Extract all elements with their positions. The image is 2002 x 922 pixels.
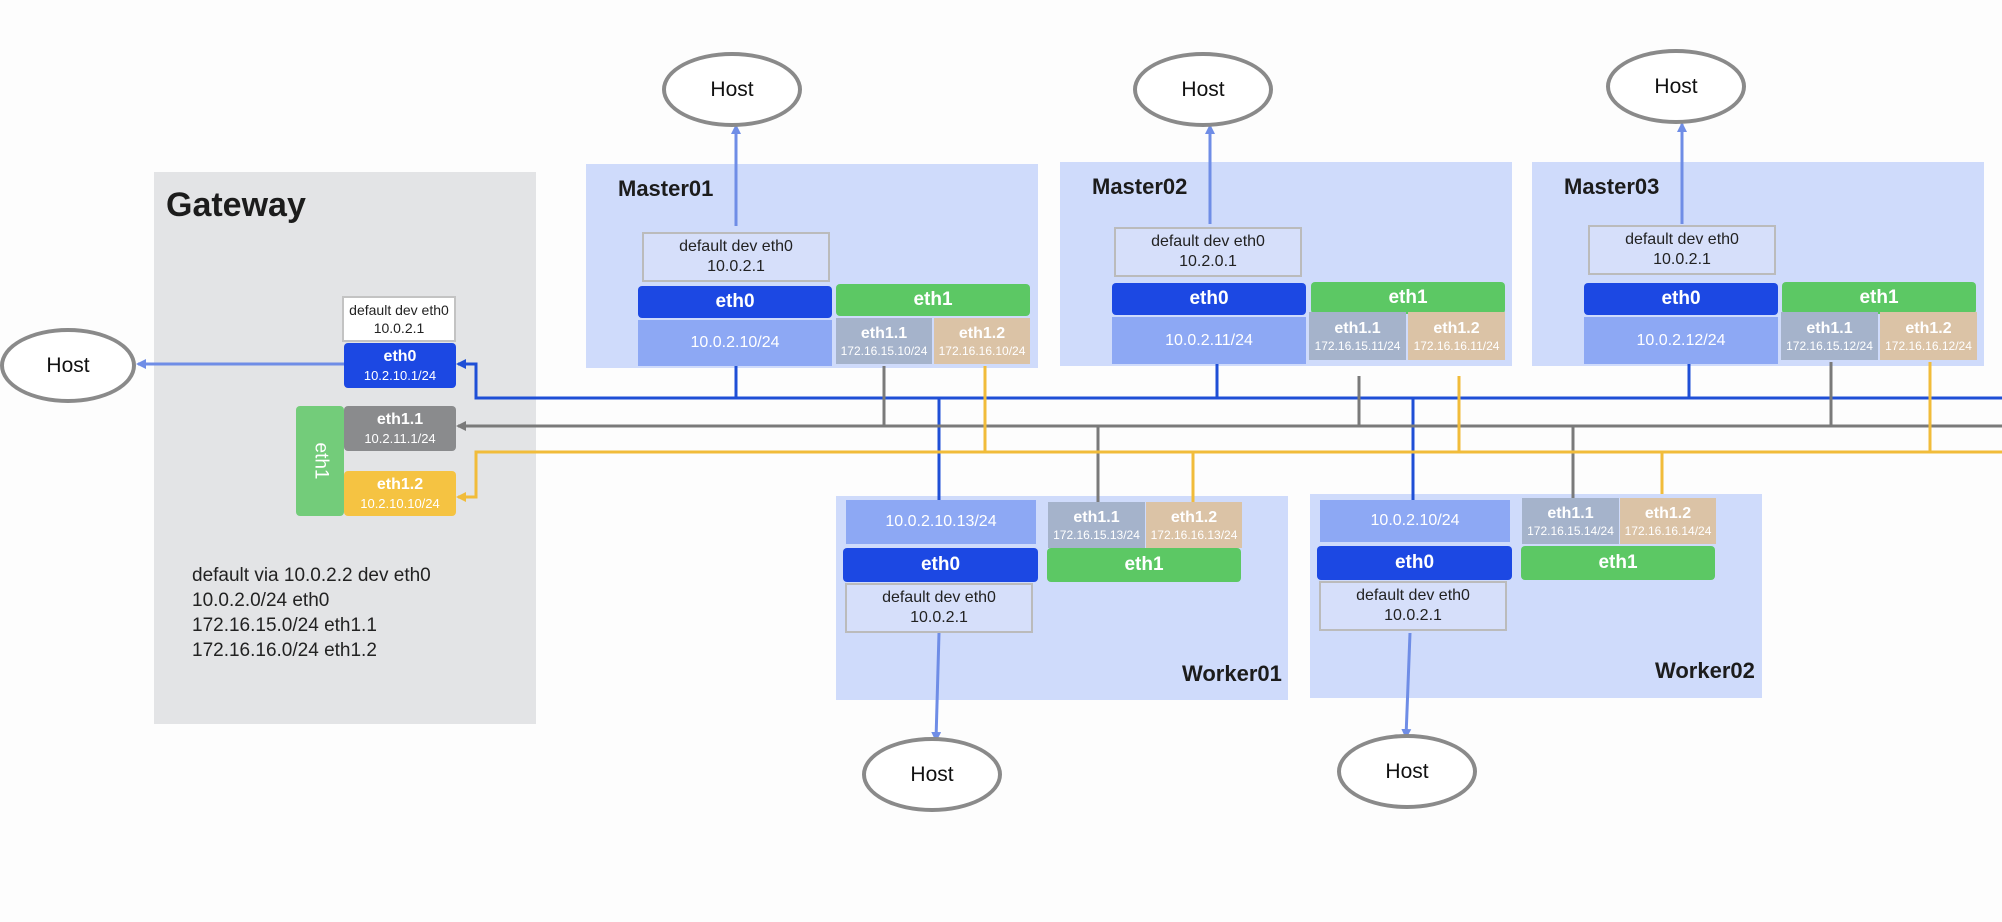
master03-title: Master03 xyxy=(1564,174,1660,199)
master02-eth1-1-name: eth1.1 xyxy=(1334,319,1381,337)
master01-eth1-1: eth1.1 172.16.15.10/24 xyxy=(836,318,932,364)
master01-eth0-ip: 10.0.2.10/24 xyxy=(638,320,832,366)
worker01-title: Worker01 xyxy=(1182,661,1282,686)
worker02-eth1-1-ip: 172.16.15.14/24 xyxy=(1527,523,1614,538)
gateway-eth1-1: eth1.1 10.2.11.1/24 xyxy=(344,406,456,451)
master01-eth1-2: eth1.2 172.16.16.10/24 xyxy=(934,318,1030,364)
worker01-eth1: eth1 xyxy=(1047,548,1241,582)
master02-route-box: default dev eth0 10.2.0.1 xyxy=(1114,227,1302,277)
master02-title: Master02 xyxy=(1092,174,1188,199)
master01-route-line1: default dev eth0 xyxy=(679,238,793,255)
gateway-route-2: 172.16.15.0/24 eth1.1 xyxy=(192,615,377,636)
master01-eth1: eth1 xyxy=(836,284,1030,316)
master03-eth0-ip: 10.0.2.12/24 xyxy=(1584,317,1778,364)
worker01-eth0-ip: 10.0.2.10.13/24 xyxy=(846,500,1036,544)
master03-eth1-2-name: eth1.2 xyxy=(1905,319,1952,337)
master01-eth1-1-ip: 172.16.15.10/24 xyxy=(840,343,928,358)
host-gateway: Host xyxy=(0,328,136,403)
master03-eth1-2-ip: 172.16.16.12/24 xyxy=(1885,338,1972,353)
master01-eth0: eth0 xyxy=(638,286,832,318)
worker01-eth0: eth0 xyxy=(843,548,1038,582)
master02-eth1-2-ip: 172.16.16.11/24 xyxy=(1413,338,1500,353)
gateway-route-line1: default dev eth0 xyxy=(349,302,449,318)
gateway-eth0: eth0 10.2.10.1/24 xyxy=(344,343,456,388)
master02-eth1-2-name: eth1.2 xyxy=(1433,319,1480,337)
host-master03: Host xyxy=(1606,49,1746,124)
worker02-eth1-2-name: eth1.2 xyxy=(1644,504,1692,522)
gateway-eth0-name: eth0 xyxy=(383,347,417,365)
gateway-eth1-1-ip: 10.2.11.1/24 xyxy=(364,430,436,446)
worker02-eth1-2-ip: 172.16.16.14/24 xyxy=(1624,523,1712,538)
gateway-route-box: default dev eth0 10.0.2.1 xyxy=(342,296,456,342)
master02-eth1-2: eth1.2 172.16.16.11/24 xyxy=(1408,312,1505,360)
gateway-route-0: default via 10.0.2.2 dev eth0 xyxy=(192,565,431,586)
worker01-eth1-1: eth1.1 172.16.15.13/24 xyxy=(1048,502,1145,548)
gateway-route-line2: 10.0.2.1 xyxy=(373,320,425,336)
gateway-eth1-name: eth1 xyxy=(309,442,331,480)
worker01-eth1-2-name: eth1.2 xyxy=(1170,508,1218,526)
master01-eth1-1-name: eth1.1 xyxy=(860,324,908,342)
eth1-1-bus xyxy=(456,362,2002,502)
master02-eth1-1: eth1.1 172.16.15.11/24 xyxy=(1309,312,1406,360)
master02-eth1-1-ip: 172.16.15.11/24 xyxy=(1314,338,1401,353)
master03-route-box: default dev eth0 10.0.2.1 xyxy=(1588,225,1776,275)
master01-route-box: default dev eth0 10.0.2.1 xyxy=(642,232,830,282)
worker02-eth0: eth0 xyxy=(1317,546,1512,580)
host-worker02: Host xyxy=(1337,734,1477,809)
master02-eth1: eth1 xyxy=(1311,282,1505,314)
gateway-eth1-2-name: eth1.2 xyxy=(376,475,424,493)
worker02-eth0-ip: 10.0.2.10/24 xyxy=(1320,500,1510,542)
gateway-title: Gateway xyxy=(166,186,306,224)
master02-route-line2: 10.2.0.1 xyxy=(1179,253,1237,270)
master03-eth1-1-ip: 172.16.15.12/24 xyxy=(1786,338,1873,353)
worker01-eth1-1-name: eth1.1 xyxy=(1073,508,1120,526)
worker02-route-line2: 10.0.2.1 xyxy=(1384,607,1442,624)
eth1-2-bus xyxy=(456,362,2002,502)
master03-eth1-2: eth1.2 172.16.16.12/24 xyxy=(1880,312,1977,360)
worker02-route-line1: default dev eth0 xyxy=(1356,587,1470,604)
host-master02: Host xyxy=(1133,52,1273,127)
worker01-route-line1: default dev eth0 xyxy=(882,589,996,606)
master02-route-line1: default dev eth0 xyxy=(1151,233,1265,250)
worker01-eth1-1-ip: 172.16.15.13/24 xyxy=(1053,527,1140,542)
master03-route-line2: 10.0.2.1 xyxy=(1653,251,1711,268)
eth0-bus xyxy=(456,359,2002,500)
worker02-title: Worker02 xyxy=(1655,658,1755,683)
master01-title: Master01 xyxy=(618,176,714,201)
gateway-eth0-ip: 10.2.10.1/24 xyxy=(363,367,437,383)
worker01-route-box: default dev eth0 10.0.2.1 xyxy=(845,583,1033,633)
gateway-eth1-2: eth1.2 10.2.10.10/24 xyxy=(344,471,456,516)
gateway-eth1-2-ip: 10.2.10.10/24 xyxy=(360,495,440,511)
master02-eth0: eth0 xyxy=(1112,283,1306,315)
worker02-eth1-1-name: eth1.1 xyxy=(1547,504,1594,522)
master01-eth1-2-ip: 172.16.16.10/24 xyxy=(938,343,1026,358)
master03-eth1: eth1 xyxy=(1782,282,1976,314)
master03-eth0: eth0 xyxy=(1584,283,1778,315)
master01-eth1-2-name: eth1.2 xyxy=(958,324,1006,342)
host-master01: Host xyxy=(662,52,802,127)
worker01-eth1-2-ip: 172.16.16.13/24 xyxy=(1150,527,1238,542)
gateway-route-1: 10.0.2.0/24 eth0 xyxy=(192,590,330,611)
worker02-eth1: eth1 xyxy=(1521,546,1715,580)
gateway-route-3: 172.16.16.0/24 eth1.2 xyxy=(192,640,377,661)
master02-eth0-ip: 10.0.2.11/24 xyxy=(1112,317,1306,364)
worker02-route-box: default dev eth0 10.0.2.1 xyxy=(1319,581,1507,631)
host-worker01: Host xyxy=(862,737,1002,812)
gateway-routing-table: default via 10.0.2.2 dev eth0 10.0.2.0/2… xyxy=(192,563,431,663)
worker01-eth1-2: eth1.2 172.16.16.13/24 xyxy=(1146,502,1242,548)
worker01-route-line2: 10.0.2.1 xyxy=(910,609,968,626)
master03-eth1-1: eth1.1 172.16.15.12/24 xyxy=(1781,312,1878,360)
master01-route-line2: 10.0.2.1 xyxy=(707,258,765,275)
gateway-eth1: eth1 xyxy=(296,406,344,516)
gateway-eth1-1-name: eth1.1 xyxy=(376,410,424,428)
master03-route-line1: default dev eth0 xyxy=(1625,231,1739,248)
master03-eth1-1-name: eth1.1 xyxy=(1806,319,1853,337)
worker02-eth1-2: eth1.2 172.16.16.14/24 xyxy=(1620,498,1716,544)
host-arrows xyxy=(136,122,1687,742)
worker02-eth1-1: eth1.1 172.16.15.14/24 xyxy=(1522,498,1619,544)
